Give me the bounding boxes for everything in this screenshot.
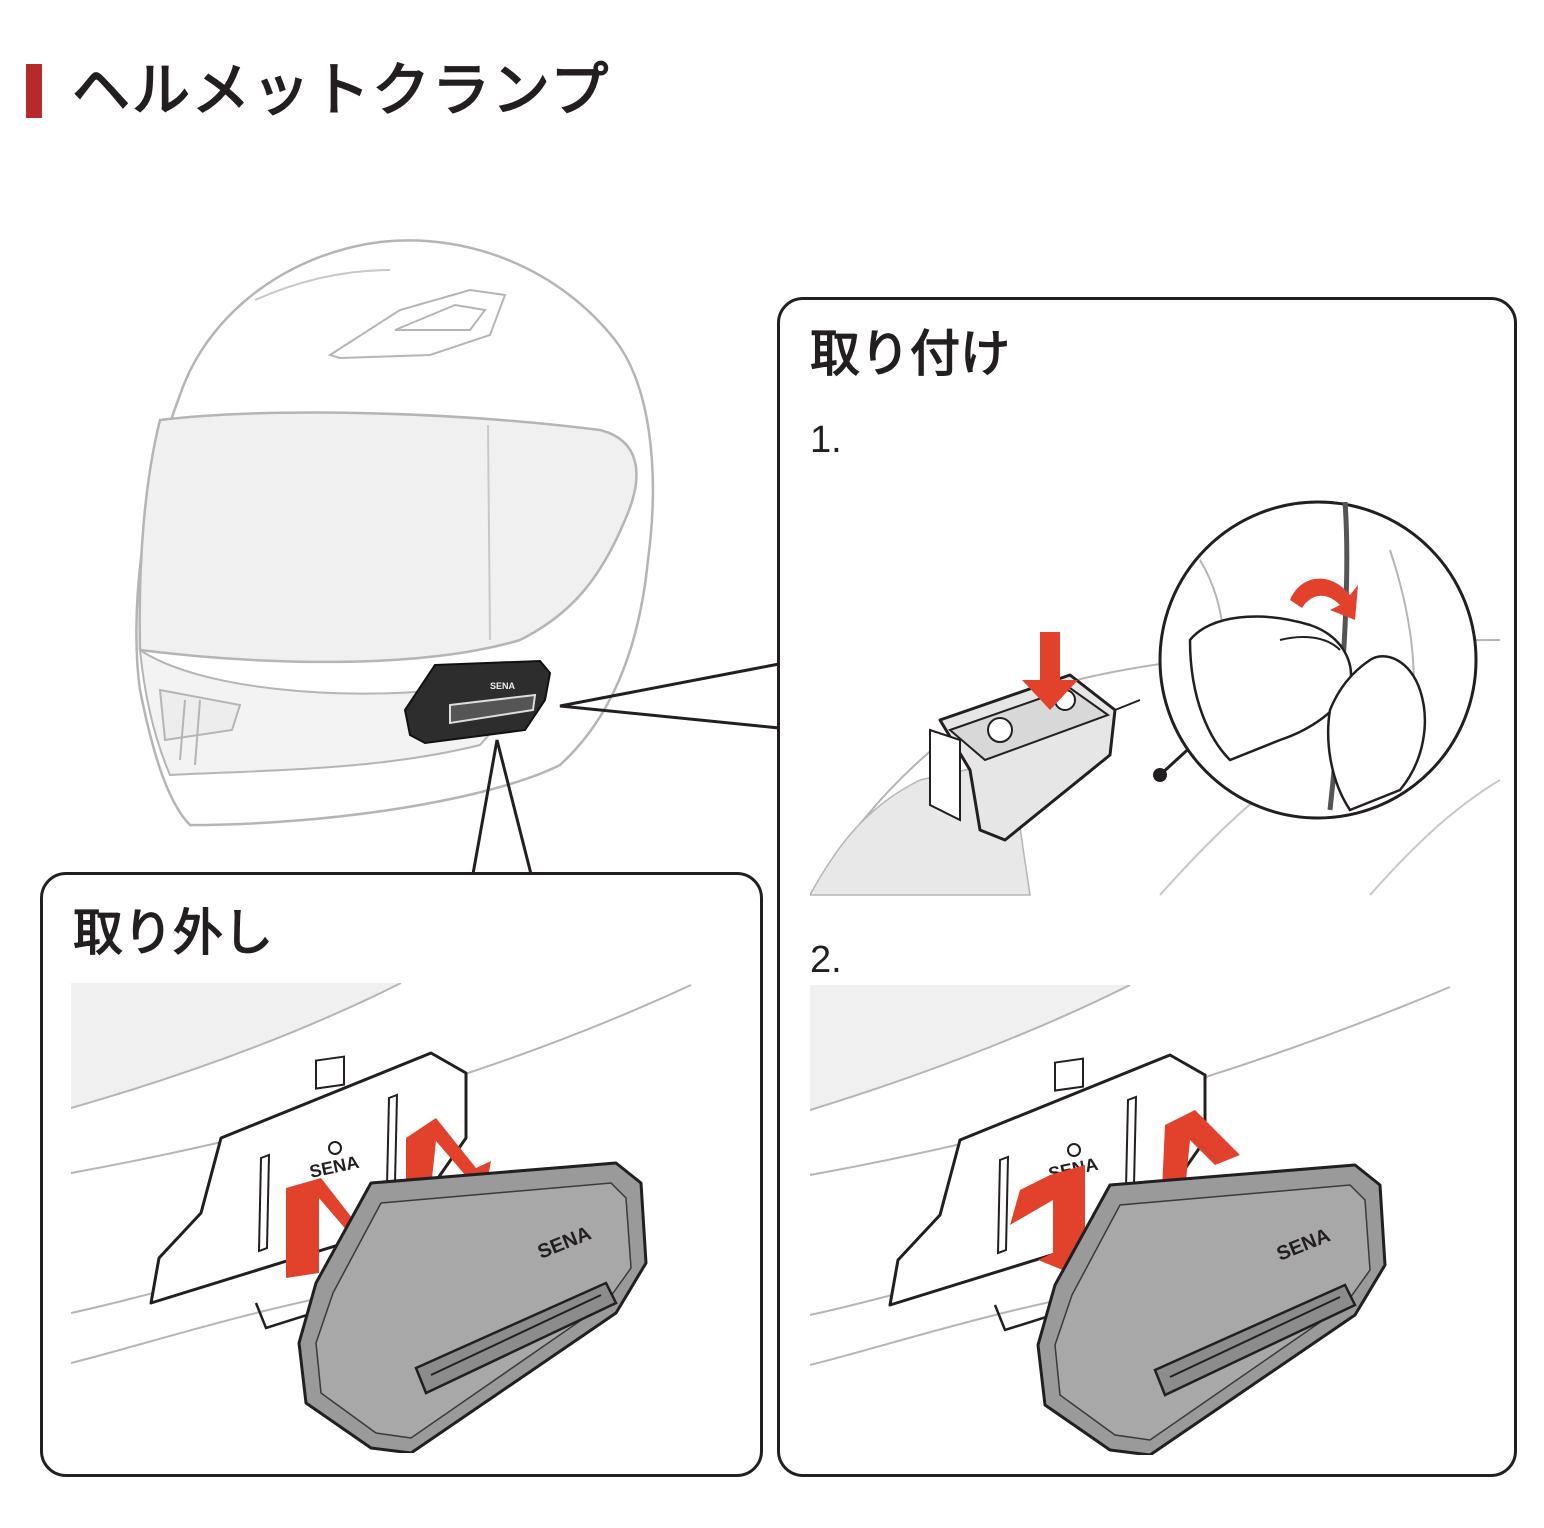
leader-to-attach [559, 662, 780, 730]
step-2-illustration: SENA SENA [810, 985, 1451, 1455]
step-2-unit: SENA [1036, 1163, 1387, 1455]
helmet-unit-brand: SENA [490, 681, 516, 691]
step-1-arrow-down [1022, 632, 1078, 710]
step-1-clamp [929, 673, 1141, 842]
removal-arrow-left [286, 1178, 371, 1278]
leader-to-remove [471, 739, 533, 875]
step-1-illustration [810, 500, 1500, 896]
step-2-number: 2. [810, 939, 842, 981]
removal-title: 取り外し [73, 904, 273, 962]
step-1-number: 1. [810, 419, 842, 461]
attachment-title: 取り付け [810, 325, 1010, 383]
title-accent-bar [26, 64, 42, 118]
step-1-arrow-curve [1290, 578, 1358, 620]
page-title: ヘルメットクランプ [72, 56, 611, 124]
removal-illustration: SENA SENA [71, 983, 692, 1453]
attachment-panel: 取り付け 1. 2. [777, 297, 1517, 1477]
step-1-zoom-circle [1158, 500, 1478, 820]
helmet-visor [138, 411, 638, 664]
removal-unit: SENA [297, 1161, 648, 1453]
right-hand [1326, 655, 1426, 812]
removal-panel: 取り外し SENA SENA [40, 872, 763, 1477]
helmet-unit: SENA [403, 659, 552, 745]
